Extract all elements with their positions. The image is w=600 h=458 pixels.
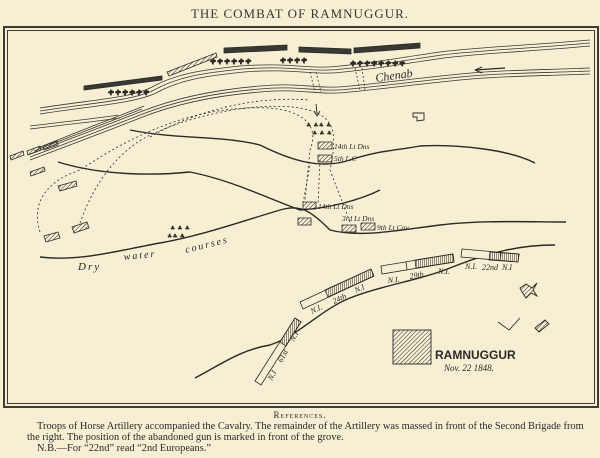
infantry-29 [380, 253, 455, 275]
date-label: Nov. 22 1848. [443, 363, 494, 373]
svg-text:♣ ♣♣ ♣: ♣ ♣♣ ♣ [306, 122, 331, 129]
grove: ♣ ♣ ♣ ♣♣ ♣ ♣ ♣♣ ♣ ♣ ♣ ♣ [167, 122, 332, 240]
references-heading: References. [273, 410, 327, 420]
svg-text:N.I.: N.I. [386, 275, 400, 285]
cavalry-units [297, 141, 376, 233]
svg-text:♣♣ ♣: ♣♣ ♣ [167, 233, 185, 240]
unit-9: 9th Lt Cav. [377, 223, 410, 232]
abandoned-gun-marker [313, 103, 321, 117]
map-frame [3, 26, 599, 408]
left-artillery [9, 140, 90, 243]
svg-text:ቀቀቀቀቀቀ: ቀቀቀቀቀቀ [108, 88, 150, 98]
river-label: Chenab [374, 66, 413, 85]
ramnuggur-town [392, 329, 432, 365]
references-body: Troops of Horse Artillery accompanied th… [27, 421, 584, 443]
unit-3: 3rd Lt Dns [341, 214, 374, 223]
svg-text:N.I: N.I [352, 282, 366, 295]
svg-text:water: water [123, 249, 157, 263]
svg-text:N.I.: N.I. [437, 267, 450, 276]
svg-text:29th: 29th [409, 270, 425, 281]
references-note: N.B.—For “22nd” read “2nd Europeans.” [37, 443, 211, 454]
svg-text:Dry: Dry [77, 261, 101, 273]
svg-text:N.I: N.I [501, 263, 512, 272]
svg-text:courses: courses [184, 234, 230, 255]
unit-5-lc: 5th L.C [334, 154, 358, 163]
dry-courses-label: Dry water courses [77, 234, 230, 273]
svg-text:♣ ♣ ♣: ♣ ♣ ♣ [312, 130, 332, 137]
infantry-61 [254, 317, 302, 386]
fort-icon [519, 282, 539, 299]
unit-14-lower: 14th Lt Dns [318, 202, 354, 211]
svg-text:ቀቀቀቀ: ቀቀቀቀ [280, 56, 308, 66]
svg-text:N.I.: N.I. [464, 262, 477, 271]
map-title: THE COMBAT OF RAMNUGGUR. [190, 6, 410, 21]
unit-14-upper: 14th Lt Dns [334, 142, 370, 151]
sikh-lines [83, 42, 421, 91]
infantry-22 [460, 248, 520, 263]
infantry-24 [299, 268, 375, 310]
svg-text:22nd: 22nd [482, 263, 499, 272]
svg-text:♣ ♣ ♣: ♣ ♣ ♣ [170, 225, 190, 232]
town-label: RAMNUGGUR [435, 348, 516, 362]
flow-arrow [474, 67, 506, 71]
enclosure-icon [497, 317, 521, 331]
movement-paths [37, 98, 351, 233]
references-text: Troops of Horse Artillery accompanied th… [27, 421, 587, 454]
sikh-guns: ቀቀቀቀቀቀ ቀቀቀቀቀቀ ቀቀቀቀ ቀቀቀቀቀቀቀቀ [108, 56, 406, 99]
svg-text:ቀቀቀቀቀቀ: ቀቀቀቀቀቀ [210, 57, 252, 67]
buildings [392, 112, 550, 365]
svg-text:ቀቀቀቀቀቀቀቀ: ቀቀቀቀቀቀቀቀ [350, 59, 406, 69]
battle-map: Chenab ቀቀቀቀቀቀ ቀቀቀቀቀቀ ቀቀቀቀ ቀቀቀቀቀቀቀቀ [9, 39, 591, 386]
